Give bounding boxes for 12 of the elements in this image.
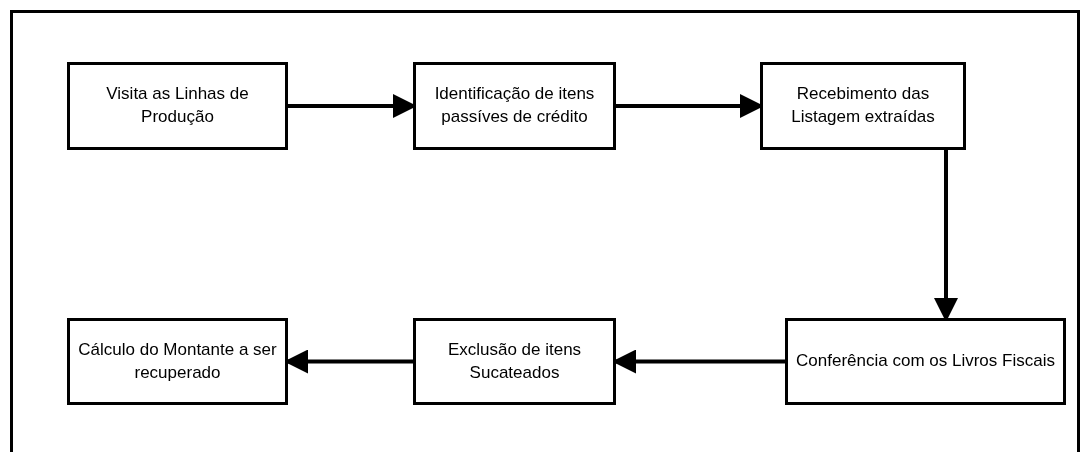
box-text: Exclusão de itens Sucateados (446, 338, 583, 384)
box-text: Cálculo do Montante a ser recuperado (77, 338, 278, 384)
box-text: Visita as Linhas de Produção (105, 83, 250, 128)
process-box (67, 62, 288, 150)
process-box (67, 318, 288, 405)
box-text: Recebimento das Listagem extraídas (790, 83, 936, 128)
process-box (785, 318, 1066, 405)
process-box (760, 62, 966, 150)
box-text: Identificação de itens passíves de crédito (433, 83, 596, 128)
process-box (413, 318, 616, 405)
process-box (413, 62, 616, 150)
box-text: Conferência com os Livros Fiscais (796, 350, 1055, 373)
